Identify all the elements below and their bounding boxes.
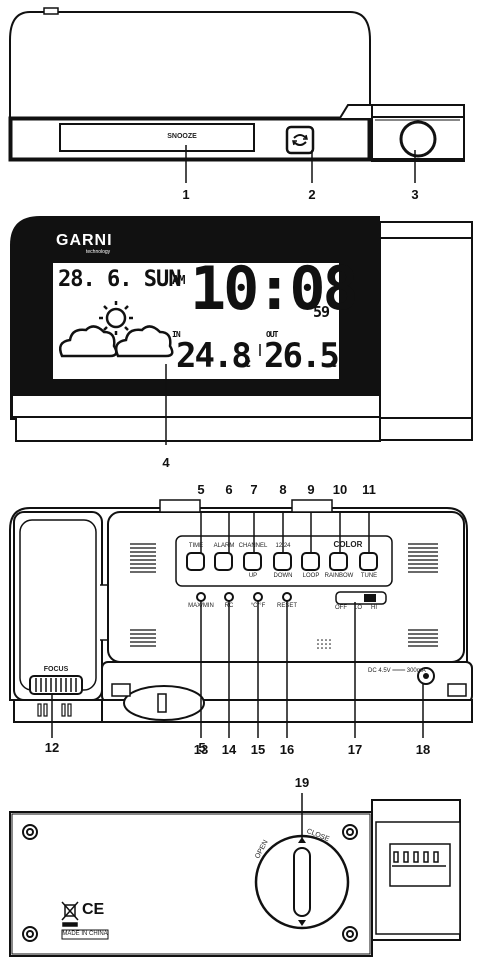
made-in-label: MADE IN CHINA <box>62 931 108 937</box>
brand-logo: GARNI <box>56 232 113 249</box>
callout-2: 2 <box>308 187 316 202</box>
lcd-date: 28. 6. SUN <box>58 267 181 292</box>
callout-10: 10 <box>332 482 348 497</box>
lcd-time: 10:08 <box>190 254 359 324</box>
label-loop: LOOP <box>302 573 320 579</box>
label-alarm: ALARM <box>213 543 235 549</box>
callout-14: 14 <box>221 742 237 757</box>
lcd-ampm: AM <box>172 273 185 287</box>
callout-8: 8 <box>279 482 287 497</box>
label-tune: TUNE <box>360 573 378 579</box>
callout-5-label: 5 <box>197 482 205 497</box>
callout-3: 3 <box>411 187 419 202</box>
callout-1: 1 <box>182 187 190 202</box>
callout-9: 9 <box>307 482 315 497</box>
snooze-bar[interactable] <box>59 123 255 152</box>
label-lo: LO <box>353 605 362 611</box>
label-time: TIME <box>188 543 204 549</box>
lcd-in-unit: c <box>244 356 251 370</box>
label-focus: FOCUS <box>43 666 69 673</box>
label-color: COLOR <box>333 540 363 549</box>
callout-13: 13 <box>193 742 209 757</box>
callout-15: 15 <box>250 742 266 757</box>
snooze-label: SNOOZE <box>167 133 197 140</box>
sun-icon <box>99 301 133 335</box>
lcd-out-unit: c <box>330 356 337 370</box>
label-rainbow: RAINBOW <box>324 573 354 579</box>
weee-icon <box>61 901 79 927</box>
label-channel: CHANNEL <box>238 543 268 549</box>
label-12-24: 12/24 <box>275 543 291 549</box>
focus-knob[interactable] <box>399 120 437 158</box>
time-button[interactable] <box>186 552 205 571</box>
callout-4: 4 <box>162 455 170 470</box>
label-hi: HI <box>371 605 377 611</box>
callout-7: 7 <box>250 482 258 497</box>
alarm-button[interactable] <box>214 552 233 571</box>
lcd-seconds: 59 <box>313 303 330 321</box>
light-button[interactable] <box>285 125 315 155</box>
lcd-out-label: OUT <box>266 330 278 339</box>
callout-17: 17 <box>347 742 363 757</box>
callout-12: 12 <box>44 740 60 755</box>
color-rainbow-button[interactable] <box>329 552 348 571</box>
lcd-in-temp: 24.8 <box>176 336 252 376</box>
label-maxmin: MAX/MIN <box>188 603 214 609</box>
ce-mark: CE <box>82 901 105 918</box>
label-unit: °C/°F <box>250 603 266 609</box>
label-reset: RESET <box>276 603 297 609</box>
callout-11: 11 <box>362 482 376 497</box>
label-down: DOWN <box>273 573 293 579</box>
lcd-screen <box>51 261 341 381</box>
channel-up-button[interactable] <box>243 552 262 571</box>
label-power: DC 4.5V ═══ 300mA <box>368 668 426 674</box>
label-off: OFF <box>335 605 347 611</box>
callout-16: 16 <box>279 742 295 757</box>
label-rc: RC <box>224 603 234 609</box>
front-view-drawing <box>10 216 473 445</box>
lcd-in-label: IN <box>172 330 181 339</box>
callout-18: 18 <box>415 742 431 757</box>
top-view-drawing <box>8 7 465 183</box>
callout-5: 5 <box>198 740 206 755</box>
focus-wheel[interactable] <box>29 675 83 695</box>
back-view-drawing <box>9 499 473 738</box>
lcd-out-temp: 26.5 <box>264 336 340 376</box>
cloud-icon <box>59 325 174 358</box>
callout-19: 19 <box>294 775 310 790</box>
brand-subtitle: technology <box>86 249 111 255</box>
callout-6: 6 <box>225 482 233 497</box>
label-up: UP <box>248 573 258 579</box>
